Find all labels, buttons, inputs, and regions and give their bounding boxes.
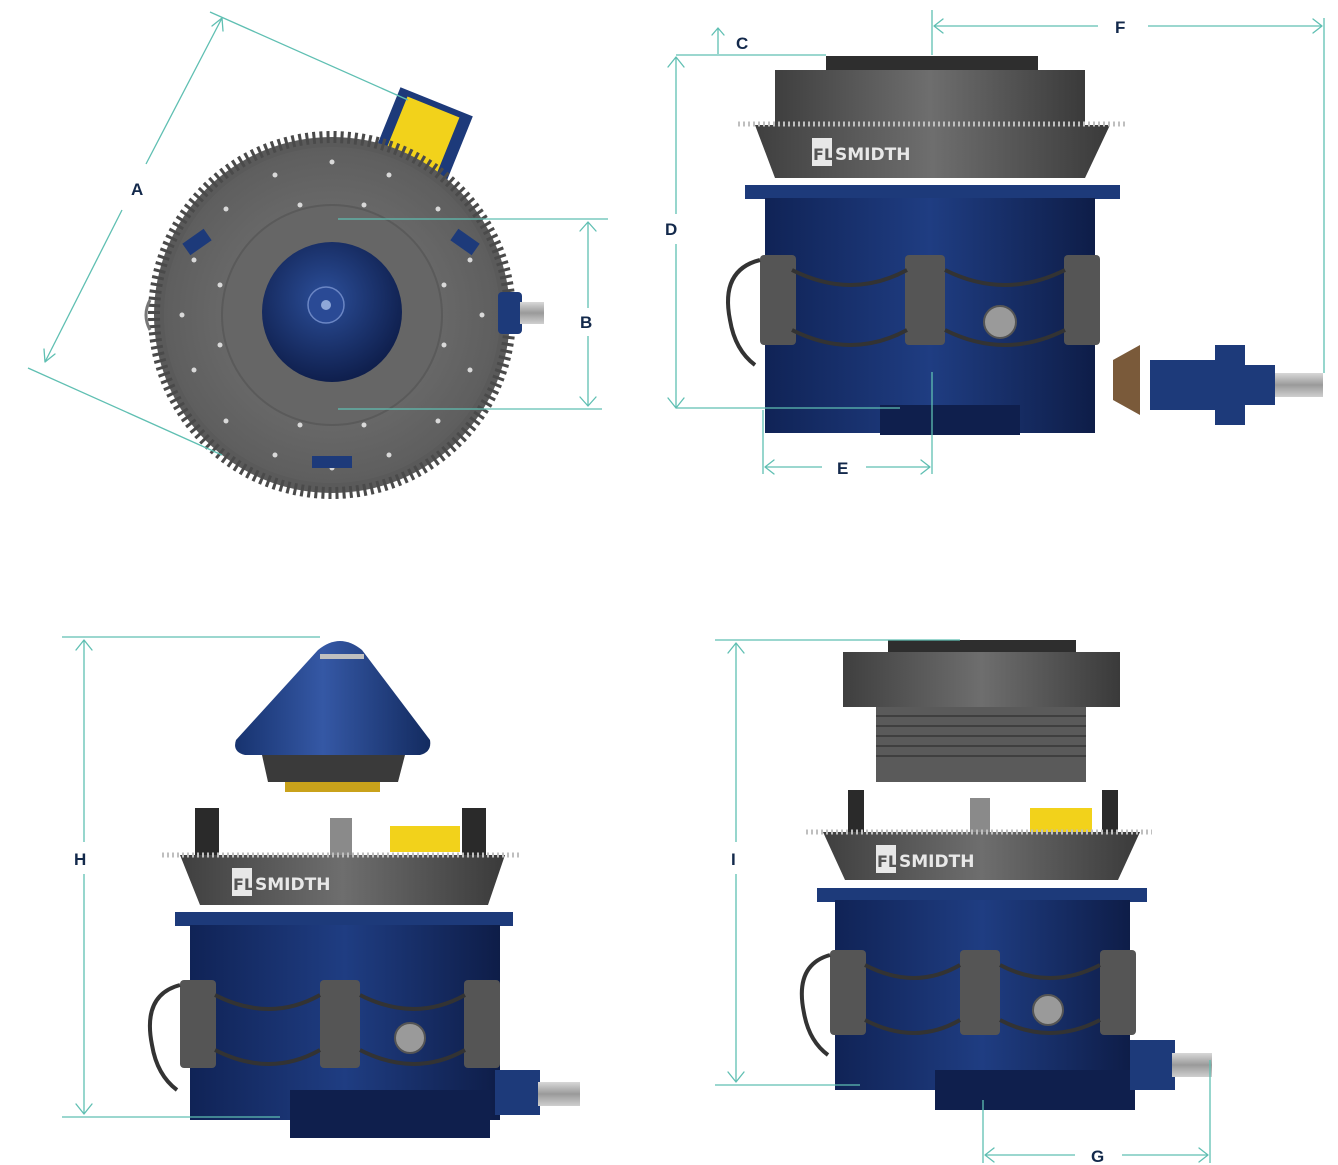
bowl-top: [775, 70, 1085, 125]
dimension-e: [762, 372, 933, 475]
dimension-g: [982, 1060, 1211, 1163]
svg-text:SMIDTH: SMIDTH: [255, 875, 330, 895]
lifted-head: [235, 641, 431, 755]
label-d: D: [665, 220, 677, 239]
label-g: G: [1091, 1147, 1104, 1165]
label-i: I: [731, 850, 736, 869]
drive-flange: [498, 292, 522, 334]
label-c: C: [736, 34, 748, 53]
drive-shaft: [520, 302, 544, 324]
dimension-a: [27, 11, 409, 456]
dimension-i: [715, 639, 960, 1086]
flsmidth-logo-bowl-removed: FL SMIDTH: [876, 845, 974, 873]
svg-text:FL: FL: [877, 852, 898, 871]
dimension-b: [338, 218, 608, 410]
svg-text:FL: FL: [813, 145, 834, 164]
hydraulic-cylinders: [760, 255, 1100, 345]
svg-text:SMIDTH: SMIDTH: [899, 852, 974, 872]
crusher-head-removed-icon: FL SMIDTH: [147, 641, 580, 1138]
dimension-d: [667, 56, 900, 409]
bowl-threads: [876, 707, 1086, 782]
label-h: H: [74, 850, 86, 869]
dimension-f: [931, 10, 1325, 373]
svg-text:FL: FL: [233, 875, 254, 894]
lifted-bowl: [843, 652, 1120, 707]
label-e: E: [837, 459, 848, 478]
crusher-side-view-icon: FL SMIDTH: [726, 56, 1323, 435]
drive-pinion: [1113, 345, 1323, 425]
crusher-bowl-removed-icon: FL SMIDTH: [799, 640, 1212, 1110]
clamp-brackets: [182, 228, 480, 468]
dimension-h: [62, 636, 320, 1118]
label-f: F: [1115, 18, 1125, 37]
flsmidth-logo-head-removed: FL SMIDTH: [232, 868, 330, 896]
label-a: A: [131, 180, 143, 199]
flsmidth-logo-side: FL SMIDTH: [812, 138, 910, 166]
adjustment-ring-3: [823, 832, 1140, 880]
label-b: B: [580, 313, 592, 332]
adjustment-ring-2: [180, 855, 505, 905]
svg-text:SMIDTH: SMIDTH: [835, 145, 910, 165]
crusher-top-view-icon: [144, 87, 544, 499]
dimension-c: [676, 27, 826, 56]
adjustment-ring: [755, 125, 1110, 178]
